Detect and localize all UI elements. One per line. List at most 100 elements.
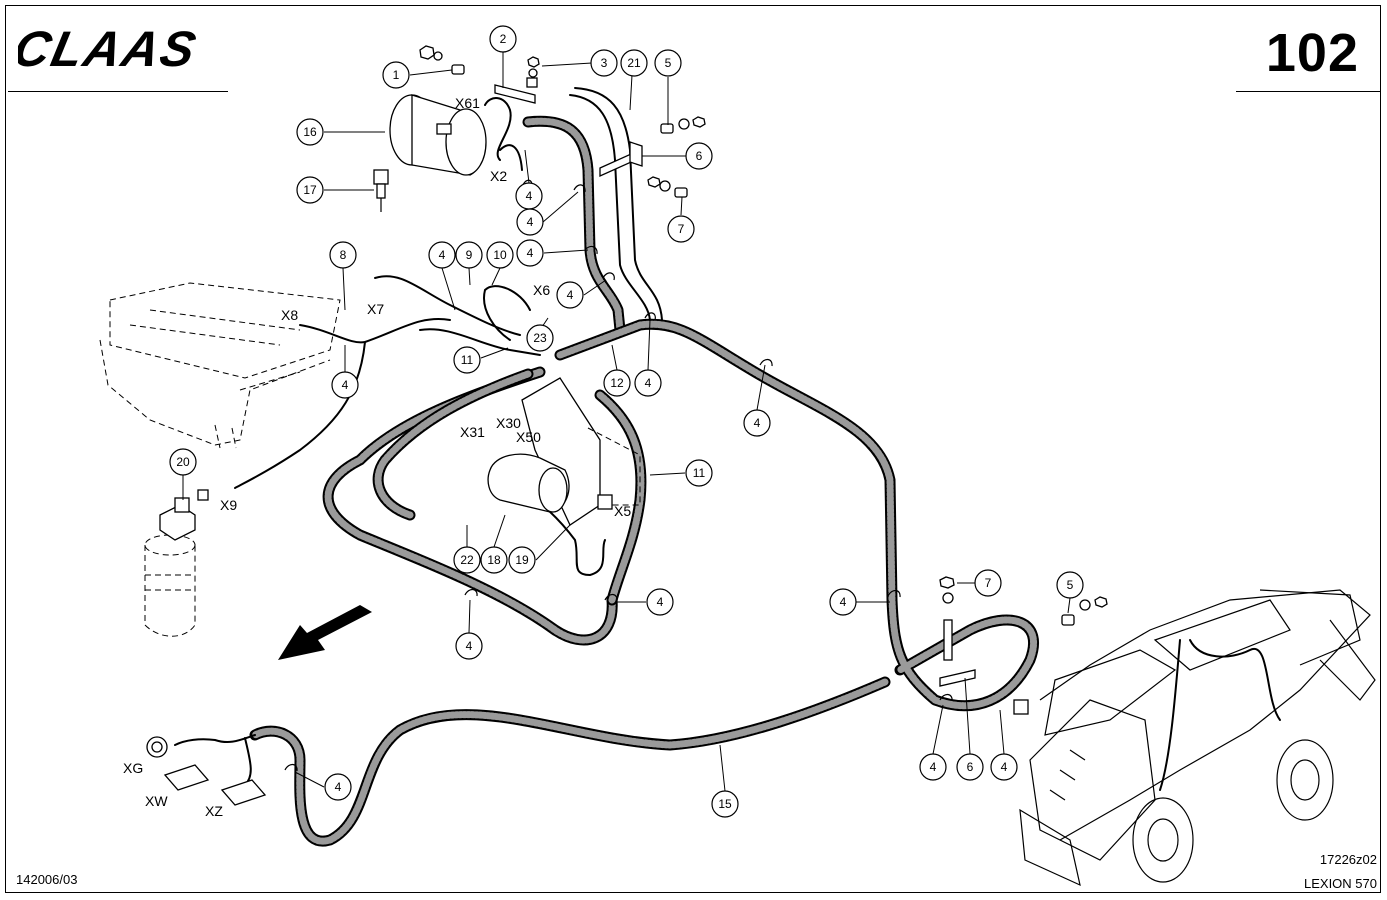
svg-text:21: 21 xyxy=(627,56,641,70)
plug-connectors-icon xyxy=(146,736,267,806)
callout-1: 1 xyxy=(382,61,410,89)
svg-text:2: 2 xyxy=(500,32,507,46)
connector-labels: X61 X2 X6 X7 X8 X31 X30 X50 X5 X9 XG XW … xyxy=(123,95,631,819)
svg-text:11: 11 xyxy=(461,353,474,367)
page-number: 102 xyxy=(1265,23,1359,83)
svg-text:4: 4 xyxy=(840,595,847,609)
leader-lines xyxy=(182,52,1071,792)
svg-text:15: 15 xyxy=(718,797,732,811)
svg-text:19: 19 xyxy=(515,553,529,567)
sensor-17-icon xyxy=(373,169,389,212)
callout-4-e: 4 xyxy=(556,281,584,309)
svg-text:4: 4 xyxy=(527,215,534,229)
callout-7-top: 7 xyxy=(667,215,695,243)
callout-4-i: 4 xyxy=(646,588,674,616)
label-xz: XZ xyxy=(205,803,223,819)
callout-8: 8 xyxy=(329,241,357,269)
callout-23: 23 xyxy=(526,324,554,352)
label-x30: X30 xyxy=(496,415,521,431)
label-x2: X2 xyxy=(490,168,507,184)
callout-10: 10 xyxy=(486,241,514,269)
callout-4-g: 4 xyxy=(331,371,359,399)
label-x50: X50 xyxy=(516,429,541,445)
svg-text:4: 4 xyxy=(930,760,937,774)
label-x8: X8 xyxy=(281,307,298,323)
label-xg: XG xyxy=(123,760,143,776)
claas-logo: CLAAS xyxy=(18,22,202,74)
document-code: 142006/03 xyxy=(16,872,78,887)
svg-text:23: 23 xyxy=(533,331,547,345)
callout-11-a: 11 xyxy=(453,346,481,374)
callout-20: 20 xyxy=(169,448,197,476)
svg-text:4: 4 xyxy=(645,376,652,390)
callout-18: 18 xyxy=(480,546,508,574)
label-x6: X6 xyxy=(533,282,550,298)
bracket-lower-6-icon xyxy=(939,576,1029,715)
drawing-frame xyxy=(5,5,1381,893)
svg-text:4: 4 xyxy=(567,288,574,302)
direction-arrow xyxy=(278,605,372,660)
svg-text:1: 1 xyxy=(393,68,400,82)
svg-text:8: 8 xyxy=(340,248,347,262)
control-unit-19-icon xyxy=(487,377,641,526)
callout-bubbles: 1 2 3 21 5 16 6 17 4 4 7 8 4 9 10 4 4 23… xyxy=(169,25,1084,818)
label-x9: X9 xyxy=(220,497,237,513)
svg-text:12: 12 xyxy=(610,376,624,390)
callout-15: 15 xyxy=(711,790,739,818)
svg-text:7: 7 xyxy=(985,576,992,590)
label-x61: X61 xyxy=(455,95,480,111)
label-x7: X7 xyxy=(367,301,384,317)
svg-text:16: 16 xyxy=(303,125,317,139)
combine-harvester-icon xyxy=(1019,589,1376,887)
callout-7-bottom: 7 xyxy=(974,569,1002,597)
dryer-20-icon xyxy=(144,489,209,637)
svg-text:6: 6 xyxy=(967,760,974,774)
bracket-2-icon xyxy=(419,45,540,104)
label-x5: X5 xyxy=(614,503,631,519)
callout-5-bottom: 5 xyxy=(1056,571,1084,599)
label-xw: XW xyxy=(145,793,168,809)
svg-text:5: 5 xyxy=(1067,578,1074,592)
callout-6-bottom: 6 xyxy=(956,753,984,781)
callout-11-b: 11 xyxy=(685,459,713,487)
components xyxy=(144,45,1376,887)
svg-text:4: 4 xyxy=(754,416,761,430)
callout-4-l: 4 xyxy=(919,753,947,781)
callout-16: 16 xyxy=(296,118,324,146)
relay-16-icon xyxy=(389,94,487,176)
svg-text:4: 4 xyxy=(657,595,664,609)
bolt-5-lower-icon xyxy=(1061,596,1108,626)
svg-text:4: 4 xyxy=(1001,760,1008,774)
callout-19: 19 xyxy=(508,546,536,574)
drawing-reference: 17226z02 xyxy=(1319,852,1377,867)
svg-text:11: 11 xyxy=(693,466,706,480)
header-rule-left xyxy=(8,91,228,92)
callout-6-top: 6 xyxy=(685,142,713,170)
svg-text:CLAAS: CLAAS xyxy=(18,22,202,74)
callout-12: 12 xyxy=(603,369,631,397)
svg-text:4: 4 xyxy=(526,189,533,203)
svg-text:10: 10 xyxy=(493,248,507,262)
svg-text:17: 17 xyxy=(303,183,317,197)
callout-5-top: 5 xyxy=(654,49,682,77)
svg-text:3: 3 xyxy=(601,56,608,70)
callout-17: 17 xyxy=(296,176,324,204)
harness-cables xyxy=(249,115,1040,847)
svg-text:5: 5 xyxy=(665,56,672,70)
bracket-6-icon xyxy=(599,116,706,198)
svg-text:7: 7 xyxy=(678,222,685,236)
callout-4-k: 4 xyxy=(829,588,857,616)
callout-4-d: 4 xyxy=(516,239,544,267)
svg-text:20: 20 xyxy=(176,455,190,469)
callout-3: 3 xyxy=(590,49,618,77)
model-name: LEXION 570 xyxy=(1304,876,1377,891)
callout-4-a: 4 xyxy=(515,182,543,210)
cable-clamps xyxy=(284,179,953,772)
callout-4-n: 4 xyxy=(324,773,352,801)
callout-22: 22 xyxy=(453,546,481,574)
callout-4-h: 4 xyxy=(743,409,771,437)
svg-text:4: 4 xyxy=(527,246,534,260)
callout-4-b: 4 xyxy=(516,208,544,236)
header-rule-right xyxy=(1236,91,1380,92)
